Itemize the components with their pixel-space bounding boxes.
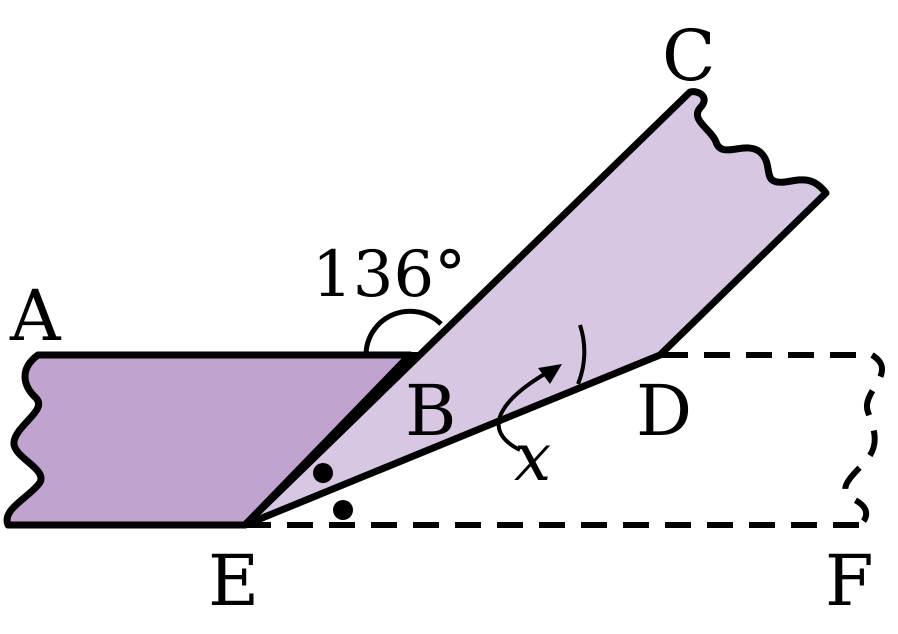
angle-label-136: 136°: [312, 238, 466, 312]
label-E: E: [208, 540, 259, 622]
arrowhead-icon: [538, 364, 562, 384]
label-C: C: [662, 15, 716, 97]
label-D: D: [636, 370, 692, 452]
strip-folded-part: [241, 88, 830, 529]
label-B: B: [405, 370, 456, 452]
strip-unfolded-part: [3, 351, 414, 529]
equal-angle-dot-lower: [333, 500, 353, 520]
fold-line-EB: [241, 351, 414, 529]
angle-arc-x: [576, 324, 587, 385]
curved-arrow-to-x: [496, 370, 550, 452]
label-A: A: [9, 275, 62, 357]
label-F: F: [825, 540, 874, 622]
dashed-torn-edge: [842, 352, 885, 528]
equal-angle-dot-upper: [313, 463, 333, 483]
unknown-angle-x: x: [514, 419, 551, 496]
angle-arc-136: [363, 308, 443, 356]
